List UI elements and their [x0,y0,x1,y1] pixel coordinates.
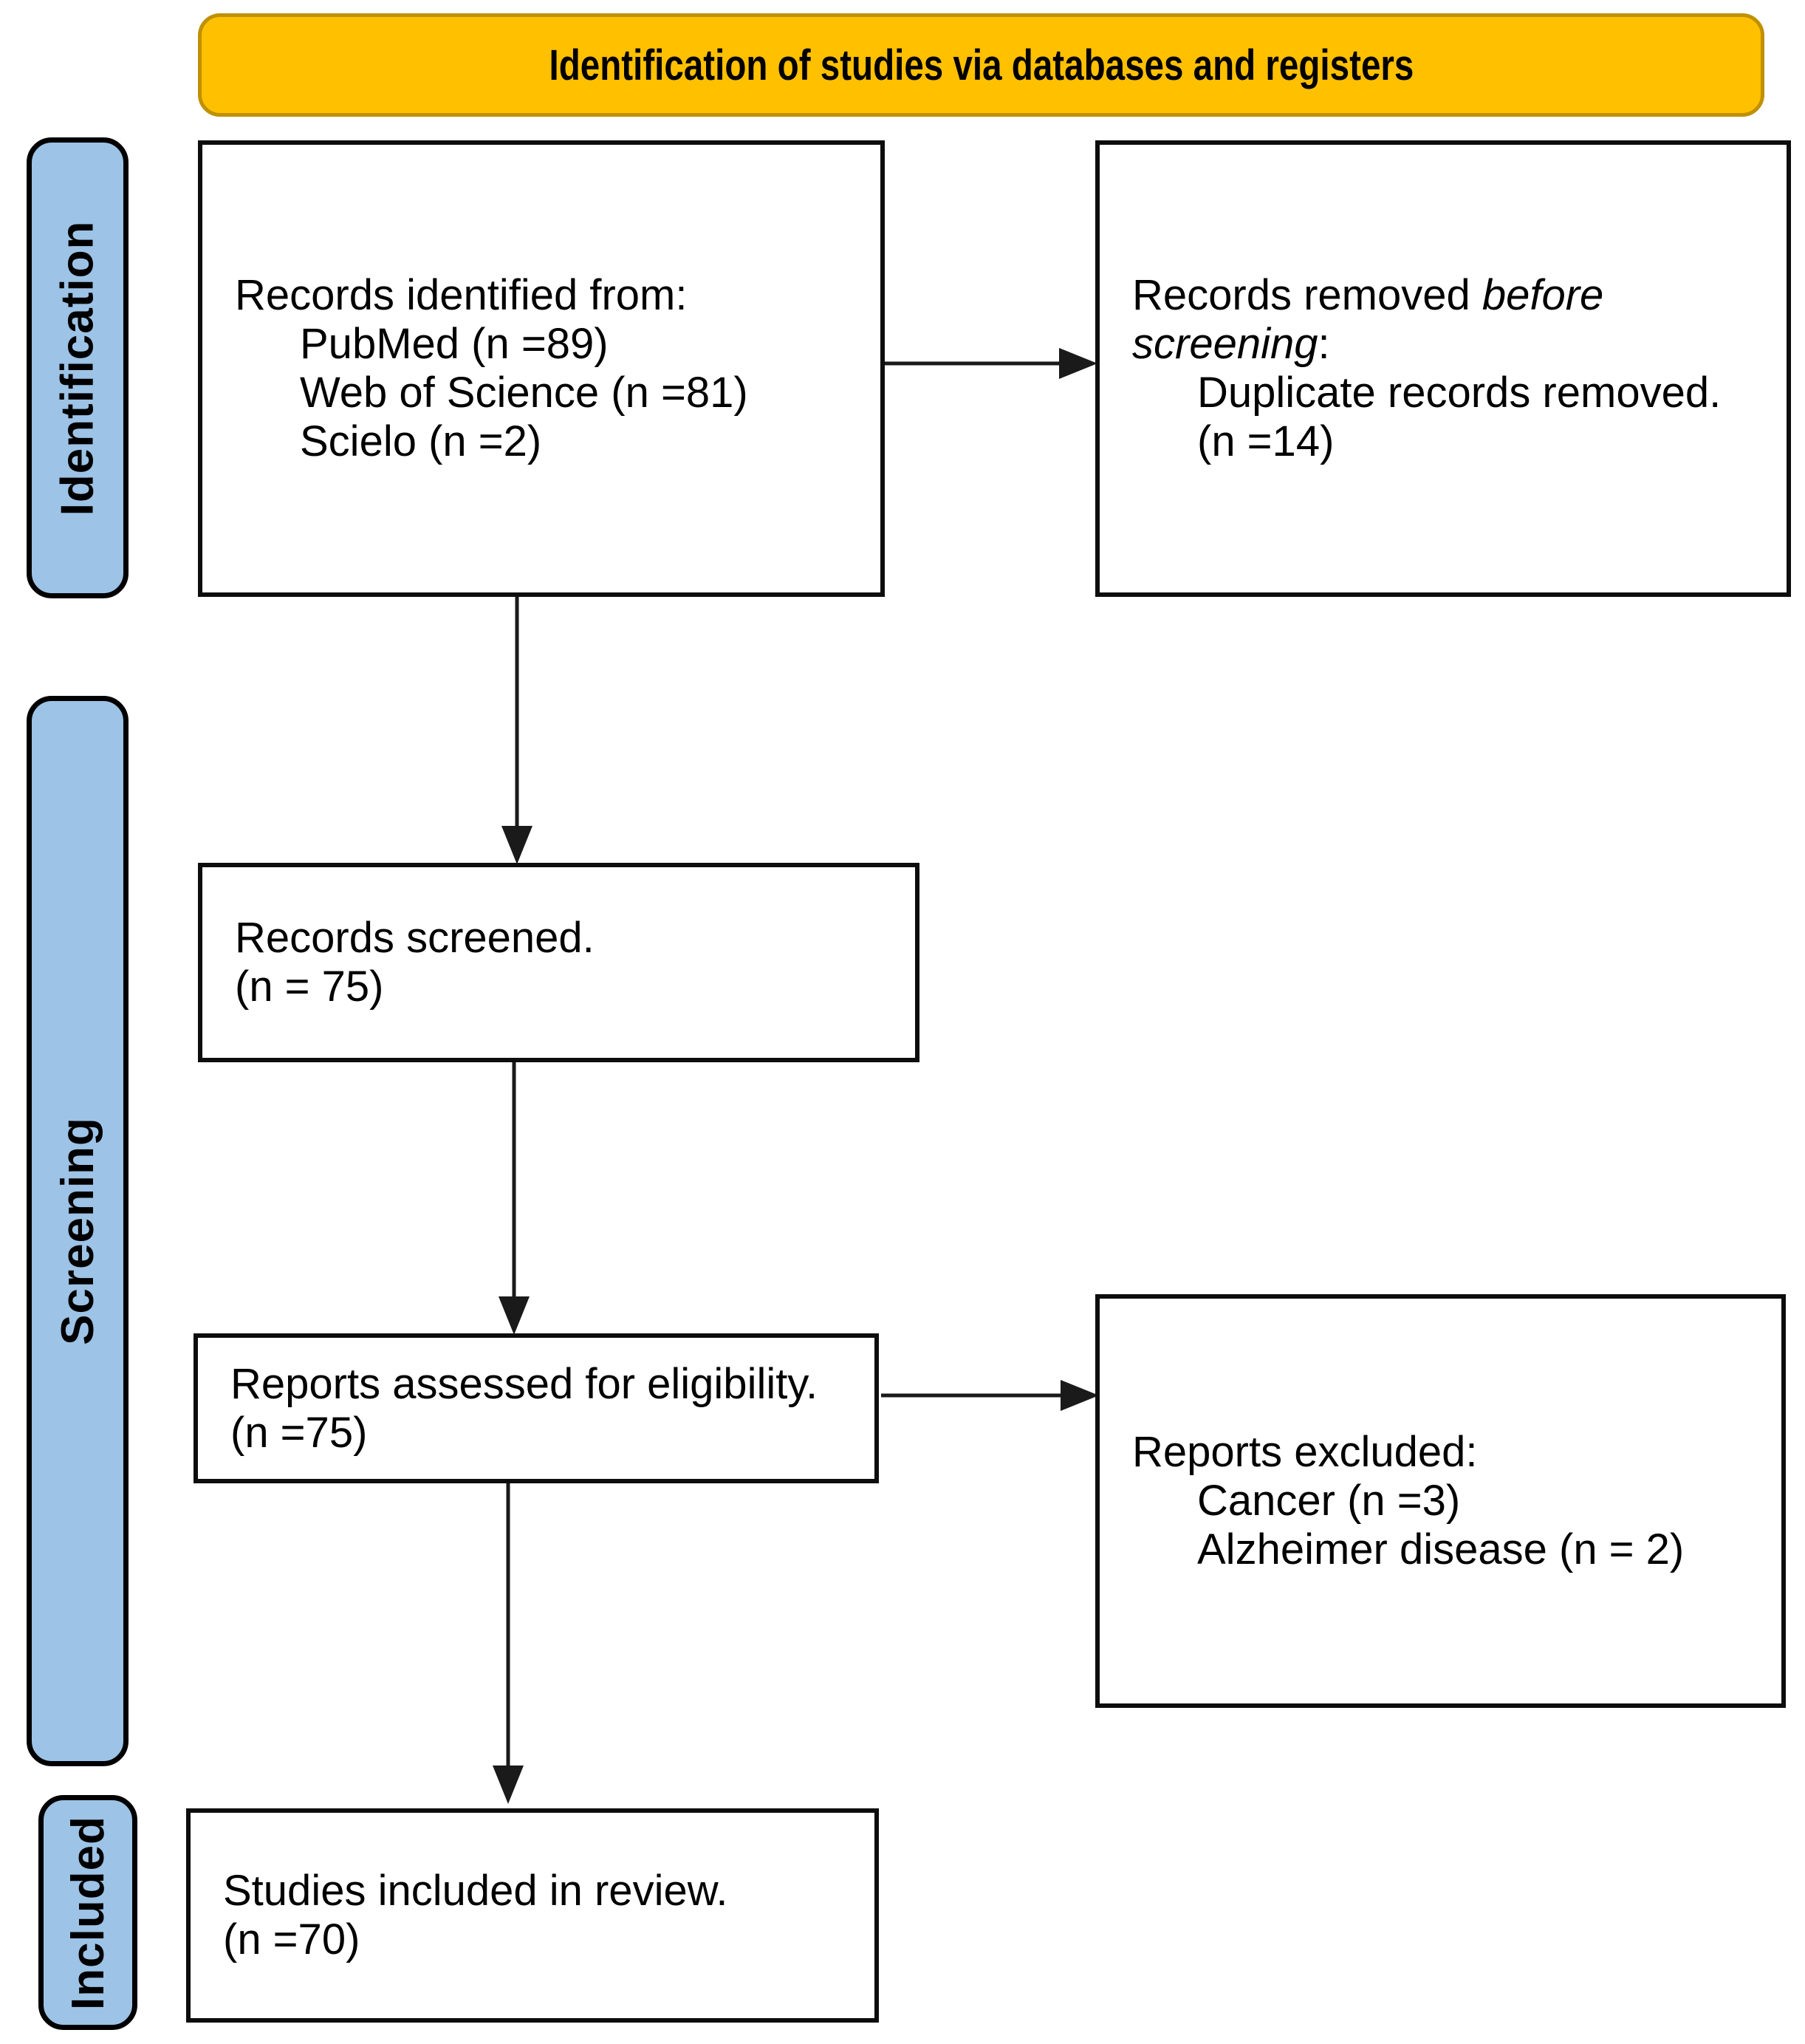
box-reports-excluded: Reports excluded:Cancer (n =3)Alzheimer … [1095,1294,1786,1708]
text-line: screening: [1132,320,1772,369]
text-segment: Records screened. [235,914,595,962]
text-line: (n =70) [223,1915,860,1964]
stage-pill-included: Included [38,1795,137,2030]
box-records-identified: Records identified from:PubMed (n =89)We… [198,140,885,597]
box-reports-assessed-for-eligibility: Reports assessed for eligibility.(n =75) [193,1333,879,1483]
text-segment: Alzheimer disease (n = 2) [1197,1525,1685,1573]
title-banner-label: Identification of studies via databases … [549,41,1414,89]
italic-text-segment: screening [1132,320,1318,368]
text-segment: PubMed (n =89) [300,320,609,368]
text-segment: Duplicate records removed. [1197,369,1722,417]
italic-text-segment: before [1482,271,1604,319]
stage-pill-screening: Screening [27,696,129,1766]
box-records-screened: Records screened.(n = 75) [198,863,919,1062]
arrow-identified-to-screened [501,597,532,864]
text-line: (n =14) [1132,417,1772,466]
arrow-assessed-to-excluded [881,1380,1099,1411]
text-line: Scielo (n =2) [235,417,866,466]
text-line: Studies included in review. [223,1867,860,1915]
text-line: Records identified from: [235,271,866,320]
text-line: PubMed (n =89) [235,320,866,369]
text-segment: Reports assessed for eligibility. [230,1359,818,1408]
text-line: Records screened. [235,914,900,963]
text-segment: (n = 75) [235,963,384,1011]
text-line: Alzheimer disease (n = 2) [1132,1525,1767,1574]
text-line: (n =75) [230,1409,860,1457]
text-segment: (n =70) [223,1915,360,1963]
arrow-screened-to-assessed [499,1062,530,1335]
text-segment: : [1318,320,1330,368]
arrow-assessed-to-included [493,1483,524,1804]
text-segment: (n =14) [1197,417,1335,465]
text-segment: Studies included in review. [223,1867,728,1915]
text-line: (n = 75) [235,963,900,1011]
text-line: Reports assessed for eligibility. [230,1360,860,1409]
text-segment: Reports excluded: [1132,1428,1478,1476]
text-segment: Records identified from: [235,271,688,319]
text-segment: Cancer (n =3) [1197,1477,1461,1525]
title-banner: Identification of studies via databases … [198,13,1764,117]
text-segment: Web of Science (n =81) [300,369,748,417]
text-line: Duplicate records removed. [1132,369,1772,417]
text-segment: (n =75) [230,1408,368,1457]
text-line: Records removed before [1132,271,1772,320]
text-line: Cancer (n =3) [1132,1477,1767,1525]
stage-pill-identification: Identification [27,137,129,598]
text-segment: Scielo (n =2) [300,417,542,465]
text-line: Reports excluded: [1132,1428,1767,1477]
text-segment: Records removed [1132,271,1482,319]
text-line: Web of Science (n =81) [235,369,866,417]
arrow-identified-to-removed [885,348,1097,379]
box-studies-included-in-review: Studies included in review.(n =70) [186,1808,879,2023]
